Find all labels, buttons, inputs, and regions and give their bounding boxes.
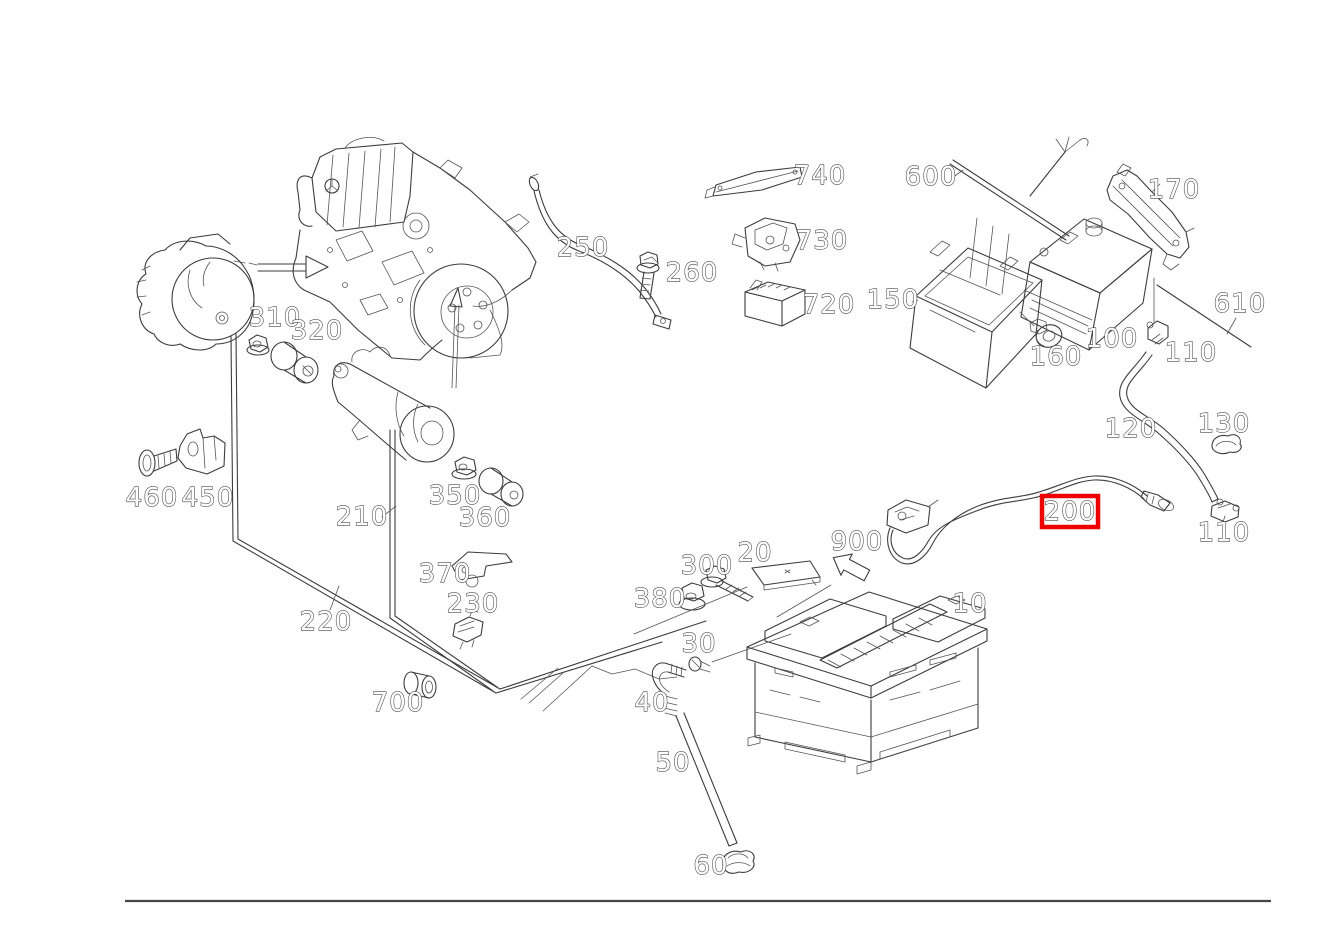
bushing-320 (270, 341, 319, 384)
nut-380 (678, 582, 706, 611)
part-label-260[interactable]: 260 (665, 257, 719, 288)
part-label-110-bottom[interactable]: 110 (1197, 517, 1251, 548)
part-label-30[interactable]: 30 (681, 628, 716, 659)
part-label-720[interactable]: 720 (802, 289, 856, 320)
engine-assembly (292, 137, 537, 361)
starter-motor (331, 346, 455, 463)
part-label-170[interactable]: 170 (1147, 174, 1201, 205)
battery-aux-100 (1020, 217, 1153, 351)
bracket-450 (177, 428, 226, 475)
bolt-460 (138, 448, 178, 477)
part-label-350[interactable]: 350 (428, 480, 482, 511)
part-label-700[interactable]: 700 (371, 687, 425, 718)
terminal-900 (886, 499, 939, 534)
part-label-40[interactable]: 40 (634, 687, 669, 718)
part-label-320[interactable]: 320 (290, 315, 344, 346)
highlight-box-200 (1039, 493, 1101, 530)
engine-pointer-arrow-left (233, 255, 329, 279)
part-label-600[interactable]: 600 (904, 161, 958, 192)
bolt-260 (636, 251, 660, 300)
flywheel-pointer-arrow (449, 287, 463, 389)
battery-tray-150 (909, 240, 1048, 389)
relay-module-730 (731, 217, 801, 272)
part-label-250[interactable]: 250 (556, 232, 610, 263)
clip-230 (452, 610, 484, 650)
part-label-130[interactable]: 130 (1197, 408, 1251, 439)
starter-cable-210 (389, 429, 678, 712)
part-label-900[interactable]: 900 (830, 526, 884, 557)
vent-hose-120 (1119, 351, 1219, 503)
part-label-230[interactable]: 230 (446, 588, 500, 619)
part-label-370[interactable]: 370 (418, 558, 472, 589)
part-label-220[interactable]: 220 (299, 606, 353, 637)
part-label-210[interactable]: 210 (335, 501, 389, 532)
part-label-160[interactable]: 160 (1029, 341, 1083, 372)
wiring-harness-600 (949, 136, 1089, 295)
part-label-120[interactable]: 120 (1104, 413, 1158, 444)
cable-610 (1156, 284, 1252, 348)
part-label-150[interactable]: 150 (866, 284, 920, 315)
vent-cap-60 (722, 850, 755, 874)
part-label-730[interactable]: 730 (795, 225, 849, 256)
part-label-610[interactable]: 610 (1213, 288, 1267, 319)
part-label-110-top[interactable]: 110 (1164, 337, 1218, 368)
wire-200 (887, 475, 1174, 565)
cover-box-720 (744, 279, 806, 327)
ground-strap-250 (528, 173, 672, 330)
part-label-100[interactable]: 100 (1085, 323, 1139, 354)
bushing-360 (478, 467, 524, 507)
part-label-60[interactable]: 60 (693, 850, 728, 881)
part-label-360[interactable]: 360 (458, 502, 512, 533)
clip-130 (1211, 434, 1242, 455)
alternator (136, 233, 255, 351)
part-label-200[interactable]: 200 (1043, 496, 1097, 527)
part-label-20[interactable]: 20 (737, 537, 772, 568)
part-label-380[interactable]: 380 (633, 583, 687, 614)
battery-main (746, 591, 988, 775)
part-label-50[interactable]: 50 (655, 747, 690, 778)
fitting-110-top (1146, 277, 1169, 345)
part-label-310[interactable]: 310 (248, 302, 302, 333)
grommet-160 (1035, 324, 1063, 348)
part-label-740[interactable]: 740 (793, 160, 847, 191)
bracket-170 (1106, 163, 1195, 271)
part-label-450[interactable]: 450 (181, 482, 235, 513)
screw-30 (688, 633, 792, 673)
vent-tube-50 (675, 712, 738, 847)
vent-elbow-40 (651, 662, 687, 717)
terminal-pointer-arrow (776, 553, 871, 618)
ground-cable-220 (230, 333, 707, 694)
part-label-300[interactable]: 300 (680, 550, 734, 581)
leader-lines (329, 505, 397, 611)
line-art (136, 136, 1252, 874)
fitting-110-bottom (1210, 498, 1240, 523)
nut-310 (246, 334, 270, 356)
bracket-rail-740 (704, 166, 803, 199)
bolt-300 (700, 565, 754, 602)
bracket-370 (451, 551, 513, 588)
part-label-460[interactable]: 460 (125, 482, 179, 513)
sleeve-700 (403, 671, 437, 699)
part-label-10[interactable]: 10 (952, 588, 987, 619)
nut-350 (451, 456, 477, 480)
